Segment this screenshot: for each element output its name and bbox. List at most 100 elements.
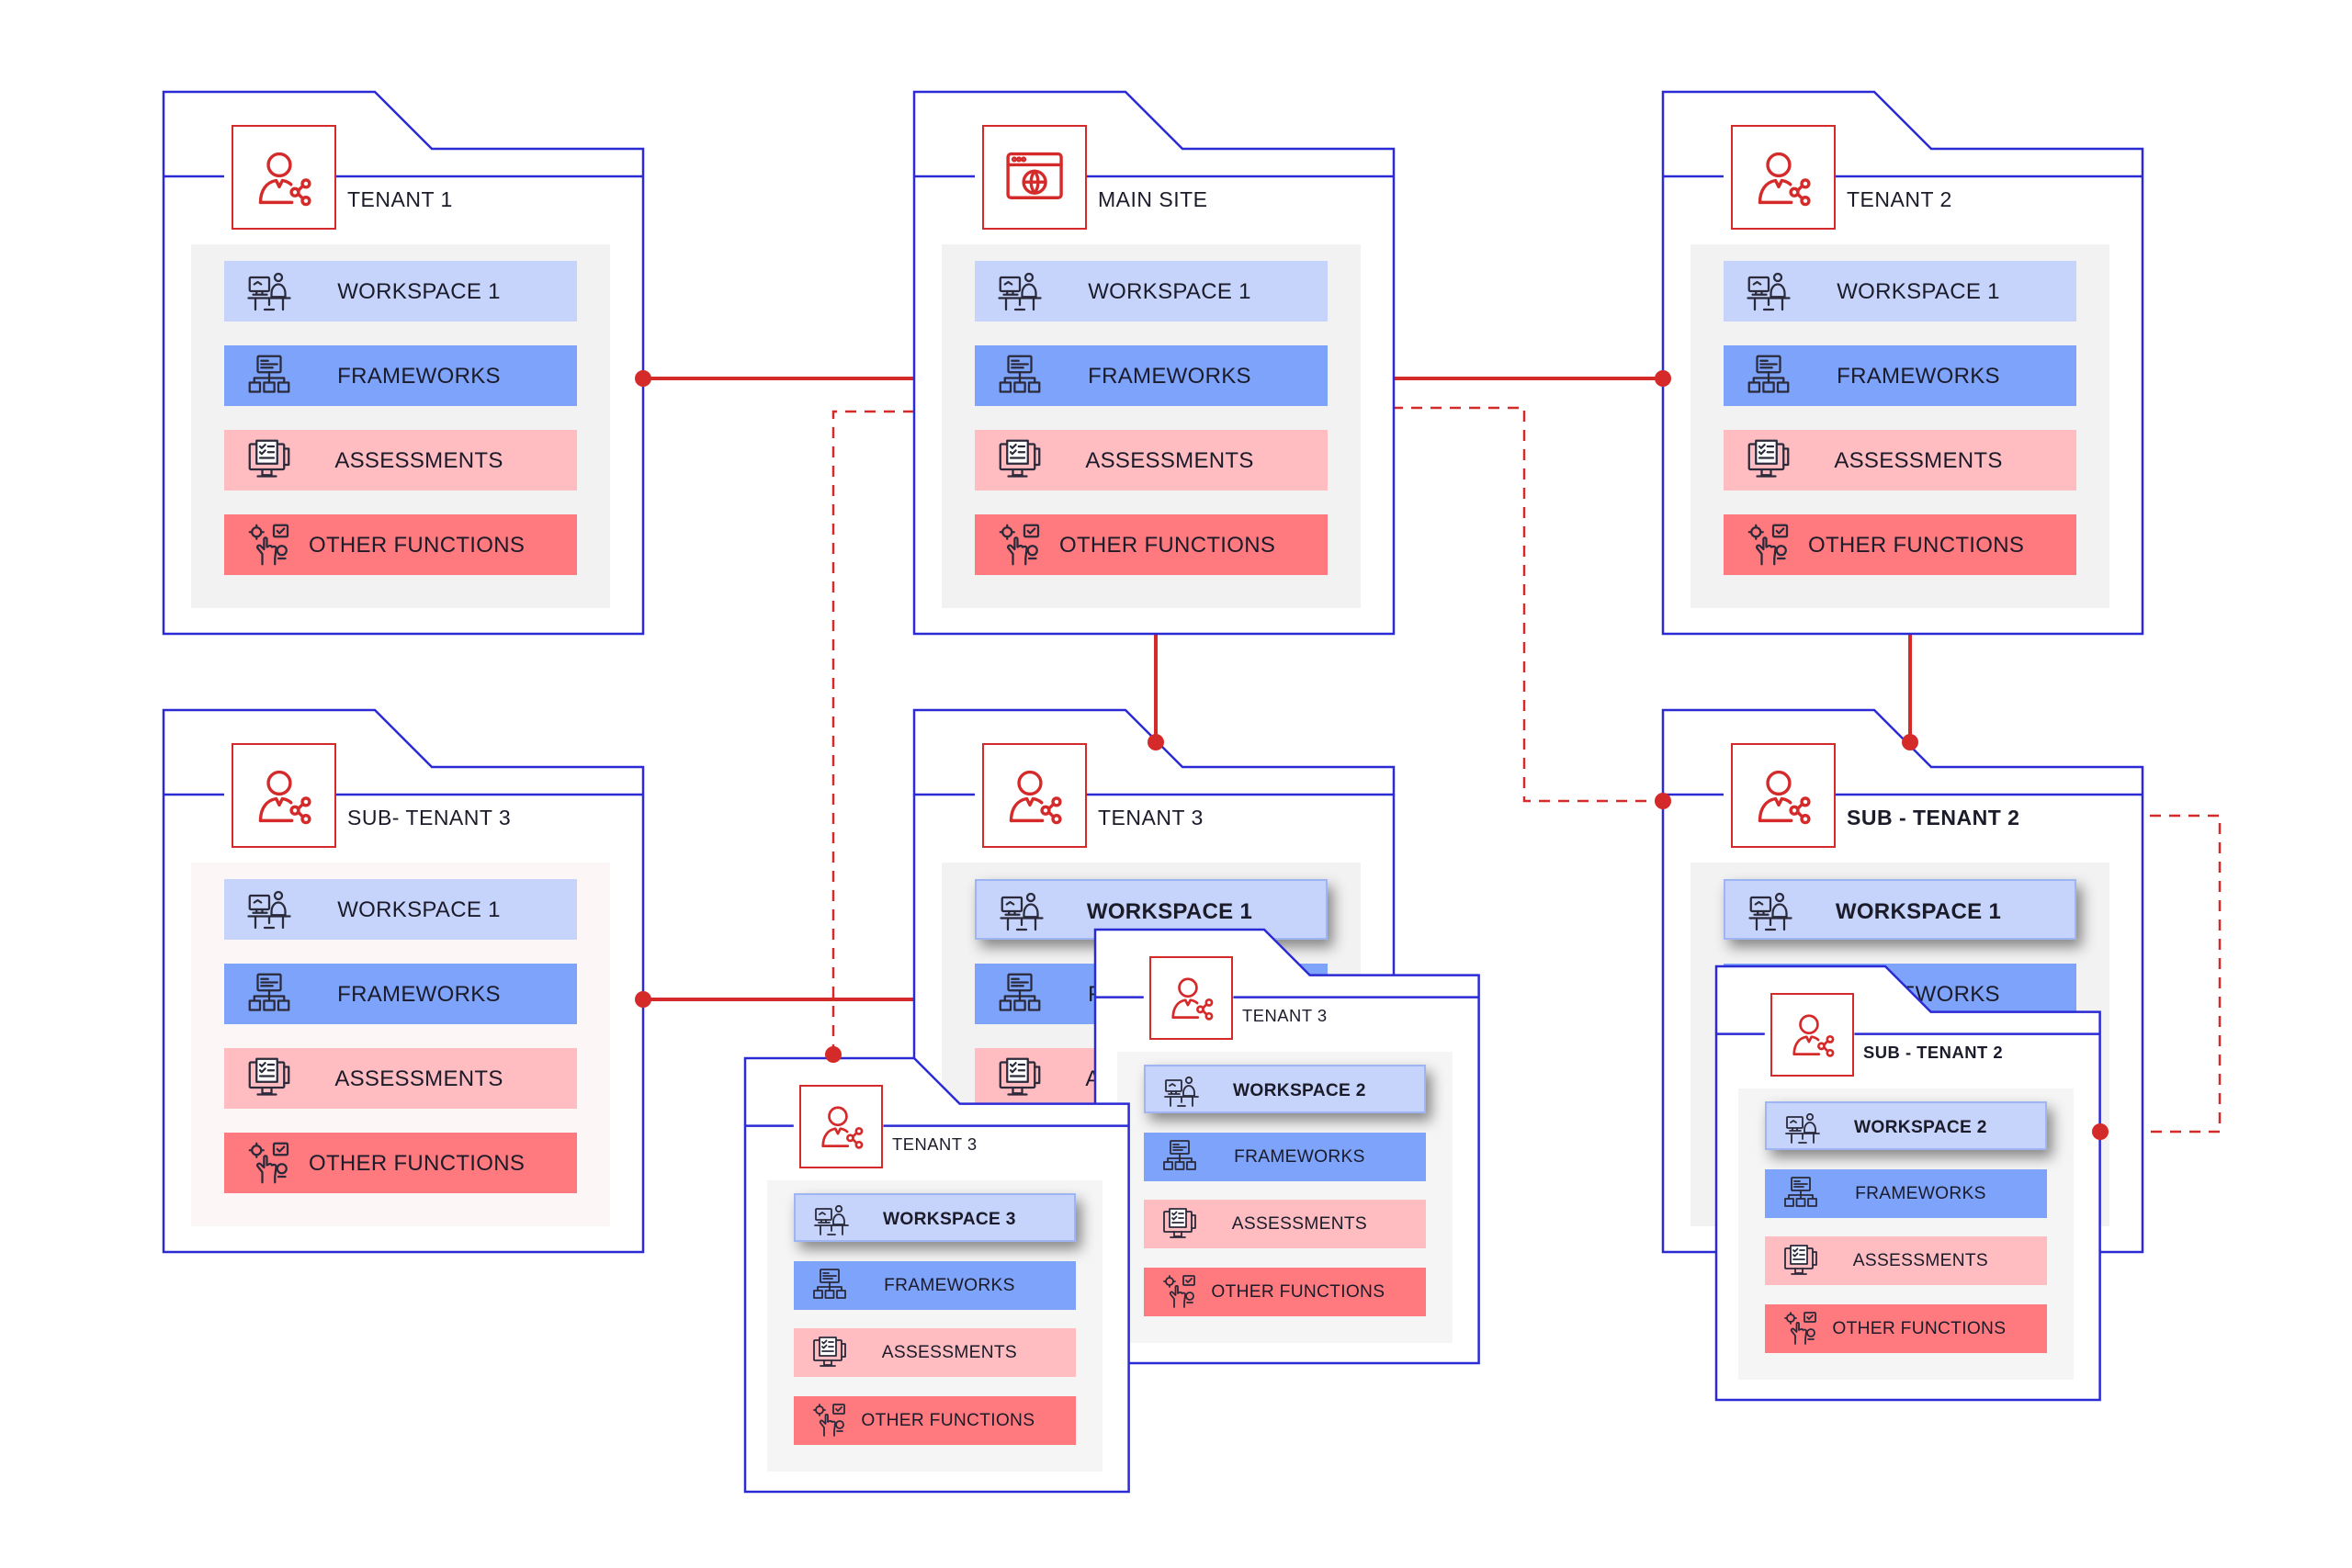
assessments-icon — [246, 1055, 292, 1101]
other-functions-icon — [811, 1402, 848, 1438]
connector-dot — [1902, 734, 1918, 750]
other-functions-icon — [1746, 522, 1792, 568]
assessments-icon — [997, 1055, 1043, 1101]
bar-label: ASSESSMENTS — [334, 1066, 503, 1091]
assessments-icon — [811, 1335, 848, 1371]
bar-label: OTHER FUNCTIONS — [1211, 1282, 1385, 1302]
tenant-icon — [1731, 125, 1836, 230]
frameworks-bar[interactable]: FRAMEWORKS — [1764, 1168, 2047, 1218]
other-functions-bar[interactable]: OTHER FUNCTIONS — [1764, 1304, 2047, 1353]
other-functions-icon — [246, 522, 292, 568]
folder-title: TENANT 2 — [1847, 187, 1952, 211]
frameworks-icon — [246, 971, 292, 1017]
tenant-icon — [232, 743, 336, 848]
bar-label: WORKSPACE 2 — [1233, 1081, 1366, 1101]
other-functions-bar[interactable]: OTHER FUNCTIONS — [1143, 1268, 1426, 1316]
user-share-icon — [1792, 1014, 1835, 1058]
other-functions-icon — [1161, 1273, 1198, 1310]
frameworks-icon — [997, 353, 1043, 399]
connector-dot — [1655, 793, 1671, 809]
assessments-bar[interactable]: ASSESSMENTS — [1724, 430, 2076, 491]
workspace-bar[interactable]: WORKSPACE 1 — [975, 261, 1328, 321]
other-functions-bar[interactable]: OTHER FUNCTIONS — [224, 514, 577, 575]
folder-title: SUB- TENANT 3 — [347, 806, 512, 829]
bar-label: FRAMEWORKS — [1088, 364, 1251, 389]
other-functions-bar[interactable]: OTHER FUNCTIONS — [224, 1133, 577, 1193]
frameworks-bar[interactable]: FRAMEWORKS — [793, 1260, 1076, 1310]
frameworks-bar[interactable]: FRAMEWORKS — [1724, 345, 2076, 406]
folder-tenant-2[interactable]: TENANT 2 WORKSPACE 1 FRAMEWORKS ASSESSMENTS… — [1661, 90, 2144, 636]
frameworks-icon — [811, 1267, 848, 1303]
frameworks-bar[interactable]: FRAMEWORKS — [224, 345, 577, 406]
workspace-icon — [1163, 1073, 1200, 1110]
workspace-bar[interactable]: WORKSPACE 1 — [224, 261, 577, 321]
frameworks-bar[interactable]: FRAMEWORKS — [1143, 1132, 1426, 1181]
assessments-icon — [1161, 1206, 1198, 1243]
connector-dot — [825, 1046, 842, 1063]
bar-label: WORKSPACE 1 — [1088, 279, 1251, 304]
bar-label: WORKSPACE 1 — [1086, 899, 1253, 924]
assessments-bar[interactable]: ASSESSMENTS — [1143, 1200, 1426, 1249]
workspace-icon — [997, 268, 1043, 314]
bar-label: WORKSPACE 1 — [1837, 279, 2000, 304]
bar-label: FRAMEWORKS — [337, 364, 501, 389]
frameworks-icon — [246, 353, 292, 399]
workspace-icon — [813, 1201, 850, 1238]
frameworks-bar[interactable]: FRAMEWORKS — [975, 345, 1328, 406]
user-share-icon — [258, 152, 311, 207]
bar-label: WORKSPACE 1 — [1835, 899, 2002, 924]
bar-label: OTHER FUNCTIONS — [309, 1151, 526, 1176]
frameworks-icon — [1746, 353, 1792, 399]
workspace-icon — [1747, 888, 1793, 934]
bar-label: OTHER FUNCTIONS — [309, 533, 526, 558]
web-globe-icon — [1006, 152, 1063, 199]
bar-label: FRAMEWORKS — [337, 982, 501, 1007]
workspace-bar[interactable]: WORKSPACE 1 — [1724, 261, 2076, 321]
other-functions-bar[interactable]: OTHER FUNCTIONS — [793, 1396, 1076, 1445]
user-share-icon — [1171, 977, 1214, 1021]
folder-title: TENANT 1 — [347, 187, 453, 211]
bar-label: OTHER FUNCTIONS — [861, 1411, 1035, 1430]
folder-tenant-1[interactable]: TENANT 1 WORKSPACE 1 FRAMEWORKS ASSESSMENTS… — [162, 90, 645, 636]
assessments-bar[interactable]: ASSESSMENTS — [224, 430, 577, 491]
user-share-icon — [258, 770, 311, 825]
assessments-bar[interactable]: ASSESSMENTS — [224, 1048, 577, 1109]
assessments-icon — [246, 437, 292, 483]
connector-dot — [635, 991, 651, 1008]
other-functions-bar[interactable]: OTHER FUNCTIONS — [975, 514, 1328, 575]
folder-sub-tenant-3[interactable]: SUB- TENANT 3 WORKSPACE 1 FRAMEWORKS ASSESS… — [162, 708, 645, 1254]
tenant-icon — [232, 125, 336, 230]
bar-label: FRAMEWORKS — [1837, 364, 2000, 389]
frameworks-bar[interactable]: FRAMEWORKS — [224, 964, 577, 1024]
bar-label: ASSESSMENTS — [334, 448, 503, 473]
folder-sub-tenant-2-ws2[interactable]: SUB - TENANT 2 WORKSPACE 2 FRAMEWORKS ASSES… — [1714, 964, 2101, 1402]
bar-label: ASSESSMENTS — [1834, 448, 2003, 473]
workspace-bar[interactable]: WORKSPACE 3 — [793, 1193, 1076, 1242]
assessments-bar[interactable]: ASSESSMENTS — [1764, 1236, 2047, 1286]
workspace-bar[interactable]: WORKSPACE 2 — [1143, 1065, 1426, 1113]
assessments-bar[interactable]: ASSESSMENTS — [793, 1328, 1076, 1378]
other-functions-icon — [1782, 1310, 1819, 1347]
assessments-icon — [1746, 437, 1792, 483]
user-share-icon — [1758, 152, 1811, 207]
bar-label: WORKSPACE 1 — [337, 279, 501, 304]
bar-label: OTHER FUNCTIONS — [1059, 533, 1276, 558]
bar-label: OTHER FUNCTIONS — [1808, 533, 2025, 558]
assessments-icon — [1782, 1243, 1819, 1280]
workspace-icon — [246, 886, 292, 932]
tenant-icon — [1731, 743, 1836, 848]
bar-label: FRAMEWORKS — [1855, 1183, 1986, 1203]
workspace-bar[interactable]: WORKSPACE 1 — [224, 879, 577, 940]
workspace-bar[interactable]: WORKSPACE 2 — [1764, 1101, 2047, 1150]
folder-title: SUB - TENANT 2 — [1863, 1043, 2004, 1063]
workspace-bar[interactable]: WORKSPACE 1 — [1724, 879, 2076, 940]
workspace-icon — [246, 268, 292, 314]
frameworks-icon — [1161, 1138, 1198, 1175]
other-functions-bar[interactable]: OTHER FUNCTIONS — [1724, 514, 2076, 575]
dashed-connector — [2100, 814, 2222, 1134]
assessments-bar[interactable]: ASSESSMENTS — [975, 430, 1328, 491]
